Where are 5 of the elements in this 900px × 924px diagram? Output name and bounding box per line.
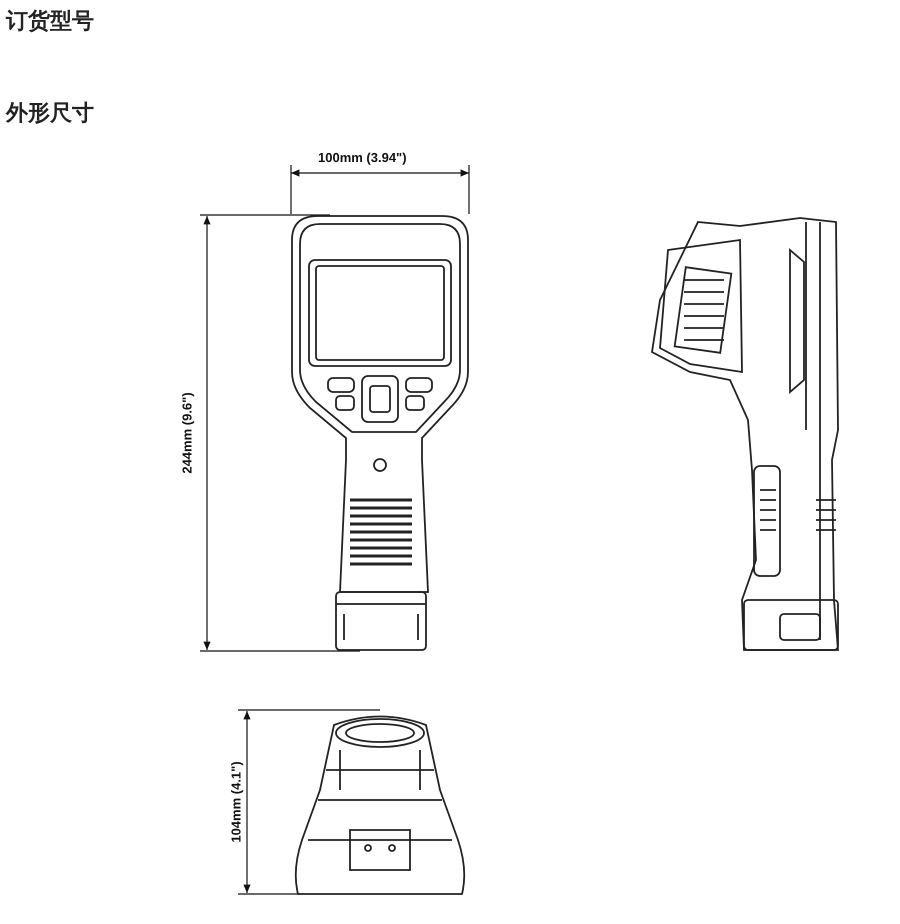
dimension-label: 104mm (4.1") bbox=[228, 761, 244, 843]
section-heading: 外形尺寸 bbox=[6, 100, 94, 128]
dimension-label: 100mm (3.94") bbox=[318, 150, 407, 165]
section-heading: 订货型号 bbox=[6, 8, 94, 36]
dimension-label: 244mm (9.6") bbox=[180, 392, 194, 474]
